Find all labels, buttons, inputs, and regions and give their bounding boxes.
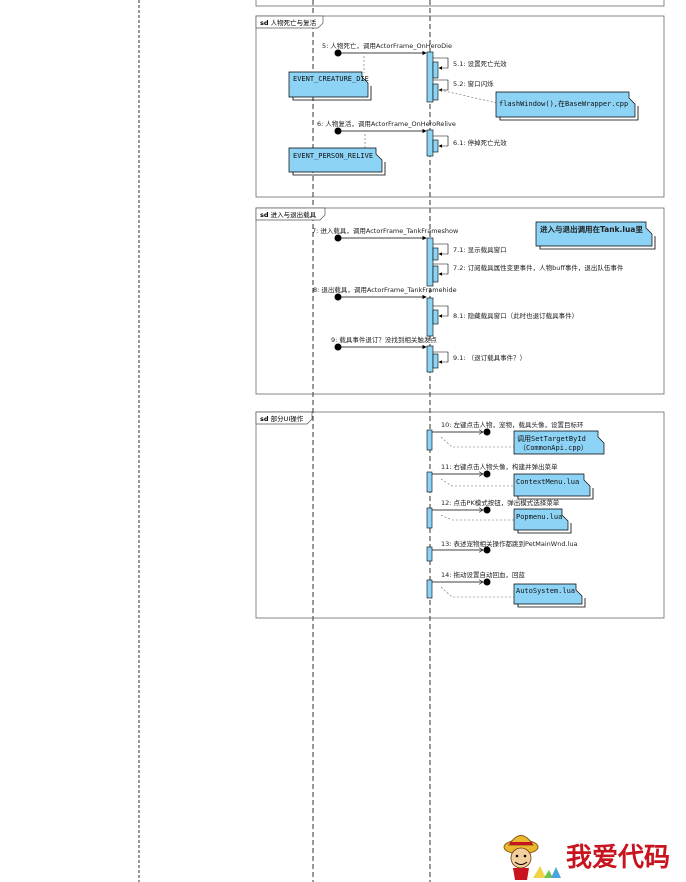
note-3-text: EVENT_PERSON_RELIVE <box>293 152 373 160</box>
message-8-1-label: 8.1: 隐藏载具窗口（此时也退订载具事件） <box>453 311 578 320</box>
message-12-label: 12: 点击PK模式按钮，弹出模式选择菜单 <box>441 498 560 507</box>
message-5-1-label: 5.1: 设置死亡光效 <box>453 59 507 68</box>
activation-bar <box>426 297 434 337</box>
frame-2-tag: sd <box>260 211 269 219</box>
message-5-2-label: 5.2: 窗口闪烁 <box>453 79 494 88</box>
frame-enter-exit-vehicle: sd 进入与退出载具 进入与退出调用在Tank.lua里 7: 进入载具，调用A… <box>255 207 665 395</box>
note-event-person-relive <box>288 147 383 173</box>
activation-bar <box>426 345 434 373</box>
frame-1-title: 人物死亡与复活 <box>271 18 317 27</box>
activation-bar <box>426 237 434 287</box>
note-4-text: 进入与退出调用在Tank.lua里 <box>540 224 643 234</box>
note-set-target <box>513 430 605 455</box>
note-6-text: ContextMenu.lua <box>516 478 579 486</box>
activation-bar <box>426 471 433 493</box>
message-11-label: 11: 右键点击人物头像，构建并弹出菜单 <box>441 462 558 471</box>
lost-message-dot <box>483 506 491 514</box>
frame-previous <box>255 0 665 7</box>
activation-bar <box>432 309 439 325</box>
message-7-1-label: 7.1: 显示载具窗口 <box>453 245 507 254</box>
message-14-label: 14: 拖动设置自动回血，回蓝 <box>441 570 526 579</box>
note-tank-lua <box>535 221 653 247</box>
note-popmenu <box>513 508 569 531</box>
activation-bar <box>426 429 433 451</box>
svg-text:sd 人物死亡与复活: sd 人物死亡与复活 <box>260 18 317 27</box>
note-1-text: EVENT_CREATURE_DIE <box>293 75 369 83</box>
message-5-label: 5: 人物死亡，调用ActorFrame_OnHeroDie <box>322 41 452 50</box>
pirate-logo <box>503 835 561 880</box>
frame-1-tag: sd <box>260 19 269 27</box>
svg-text:sd 部分UI操作: sd 部分UI操作 <box>260 414 304 423</box>
note-7-text: Popmenu.lua <box>516 513 562 521</box>
activation-bar <box>426 579 433 599</box>
message-9-1-label: 9.1: （退订载具事件？） <box>453 353 526 362</box>
message-6-1-label: 6.1: 停掉死亡光效 <box>453 138 507 147</box>
activation-bar <box>432 139 439 153</box>
frame-3-tag: sd <box>260 415 269 423</box>
frame-death-relive: sd 人物死亡与复活 5: 人物死亡，调用ActorFrame_OnHeroDi… <box>255 15 665 198</box>
watermark-text: 我爱代码 <box>566 843 670 873</box>
lost-message-dot <box>483 470 491 478</box>
activation-bar <box>432 247 439 261</box>
watermark: 我爱代码 <box>503 835 670 880</box>
message-6-label: 6: 人物复活，调用ActorFrame_OnHeroRelive <box>317 119 456 128</box>
frame-2-title: 进入与退出载具 <box>271 210 317 219</box>
lost-message-dot <box>483 428 491 436</box>
message-10-label: 10: 左键点击人物，宠物，载具头像，设置目标环 <box>441 420 584 429</box>
lost-message-dot <box>483 546 491 554</box>
svg-text:sd 进入与退出载具: sd 进入与退出载具 <box>260 210 317 219</box>
message-13-label: 13: 表述宠物相关操作都跳到PetMainWnd.lua <box>441 539 577 548</box>
message-7-label: 7: 进入载具，调用ActorFrame_TankFrameshow <box>312 226 459 235</box>
note-autosystem <box>513 583 583 605</box>
note-8-text: AutoSystem.lua <box>516 587 575 595</box>
frame-3-title: 部分UI操作 <box>271 414 304 423</box>
lost-message-dot <box>483 578 491 586</box>
message-9-label: 9: 载具事件退订？没找到相关触发点 <box>331 335 437 344</box>
note-flash-window <box>495 91 636 118</box>
message-7-2-label: 7.2: 订阅载具属性变更事件，人物buff事件，退出队伍事件 <box>453 263 624 272</box>
note-5-text: 调用SetTargetById（CommonApi.cpp） <box>517 434 588 452</box>
activation-bar <box>432 353 439 369</box>
frame-ui-operations: sd 部分UI操作 10: 左键点击人物，宠物，载具头像，设置目标环 调用Set… <box>255 411 665 619</box>
activation-bar <box>432 61 439 79</box>
note-event-creature-die <box>288 71 369 98</box>
note-context-menu <box>513 473 591 497</box>
activation-bar <box>426 51 434 103</box>
message-8-label: 8: 退出载具，调用ActorFrame_TankFramehide <box>313 285 457 294</box>
activation-bar <box>426 546 433 562</box>
activation-bar <box>432 265 439 283</box>
activation-bar <box>432 83 439 101</box>
note-2-text: flashWindow(),在BaseWrapper.cpp <box>499 99 628 108</box>
activation-bar <box>426 129 434 157</box>
activation-bar <box>426 507 433 529</box>
